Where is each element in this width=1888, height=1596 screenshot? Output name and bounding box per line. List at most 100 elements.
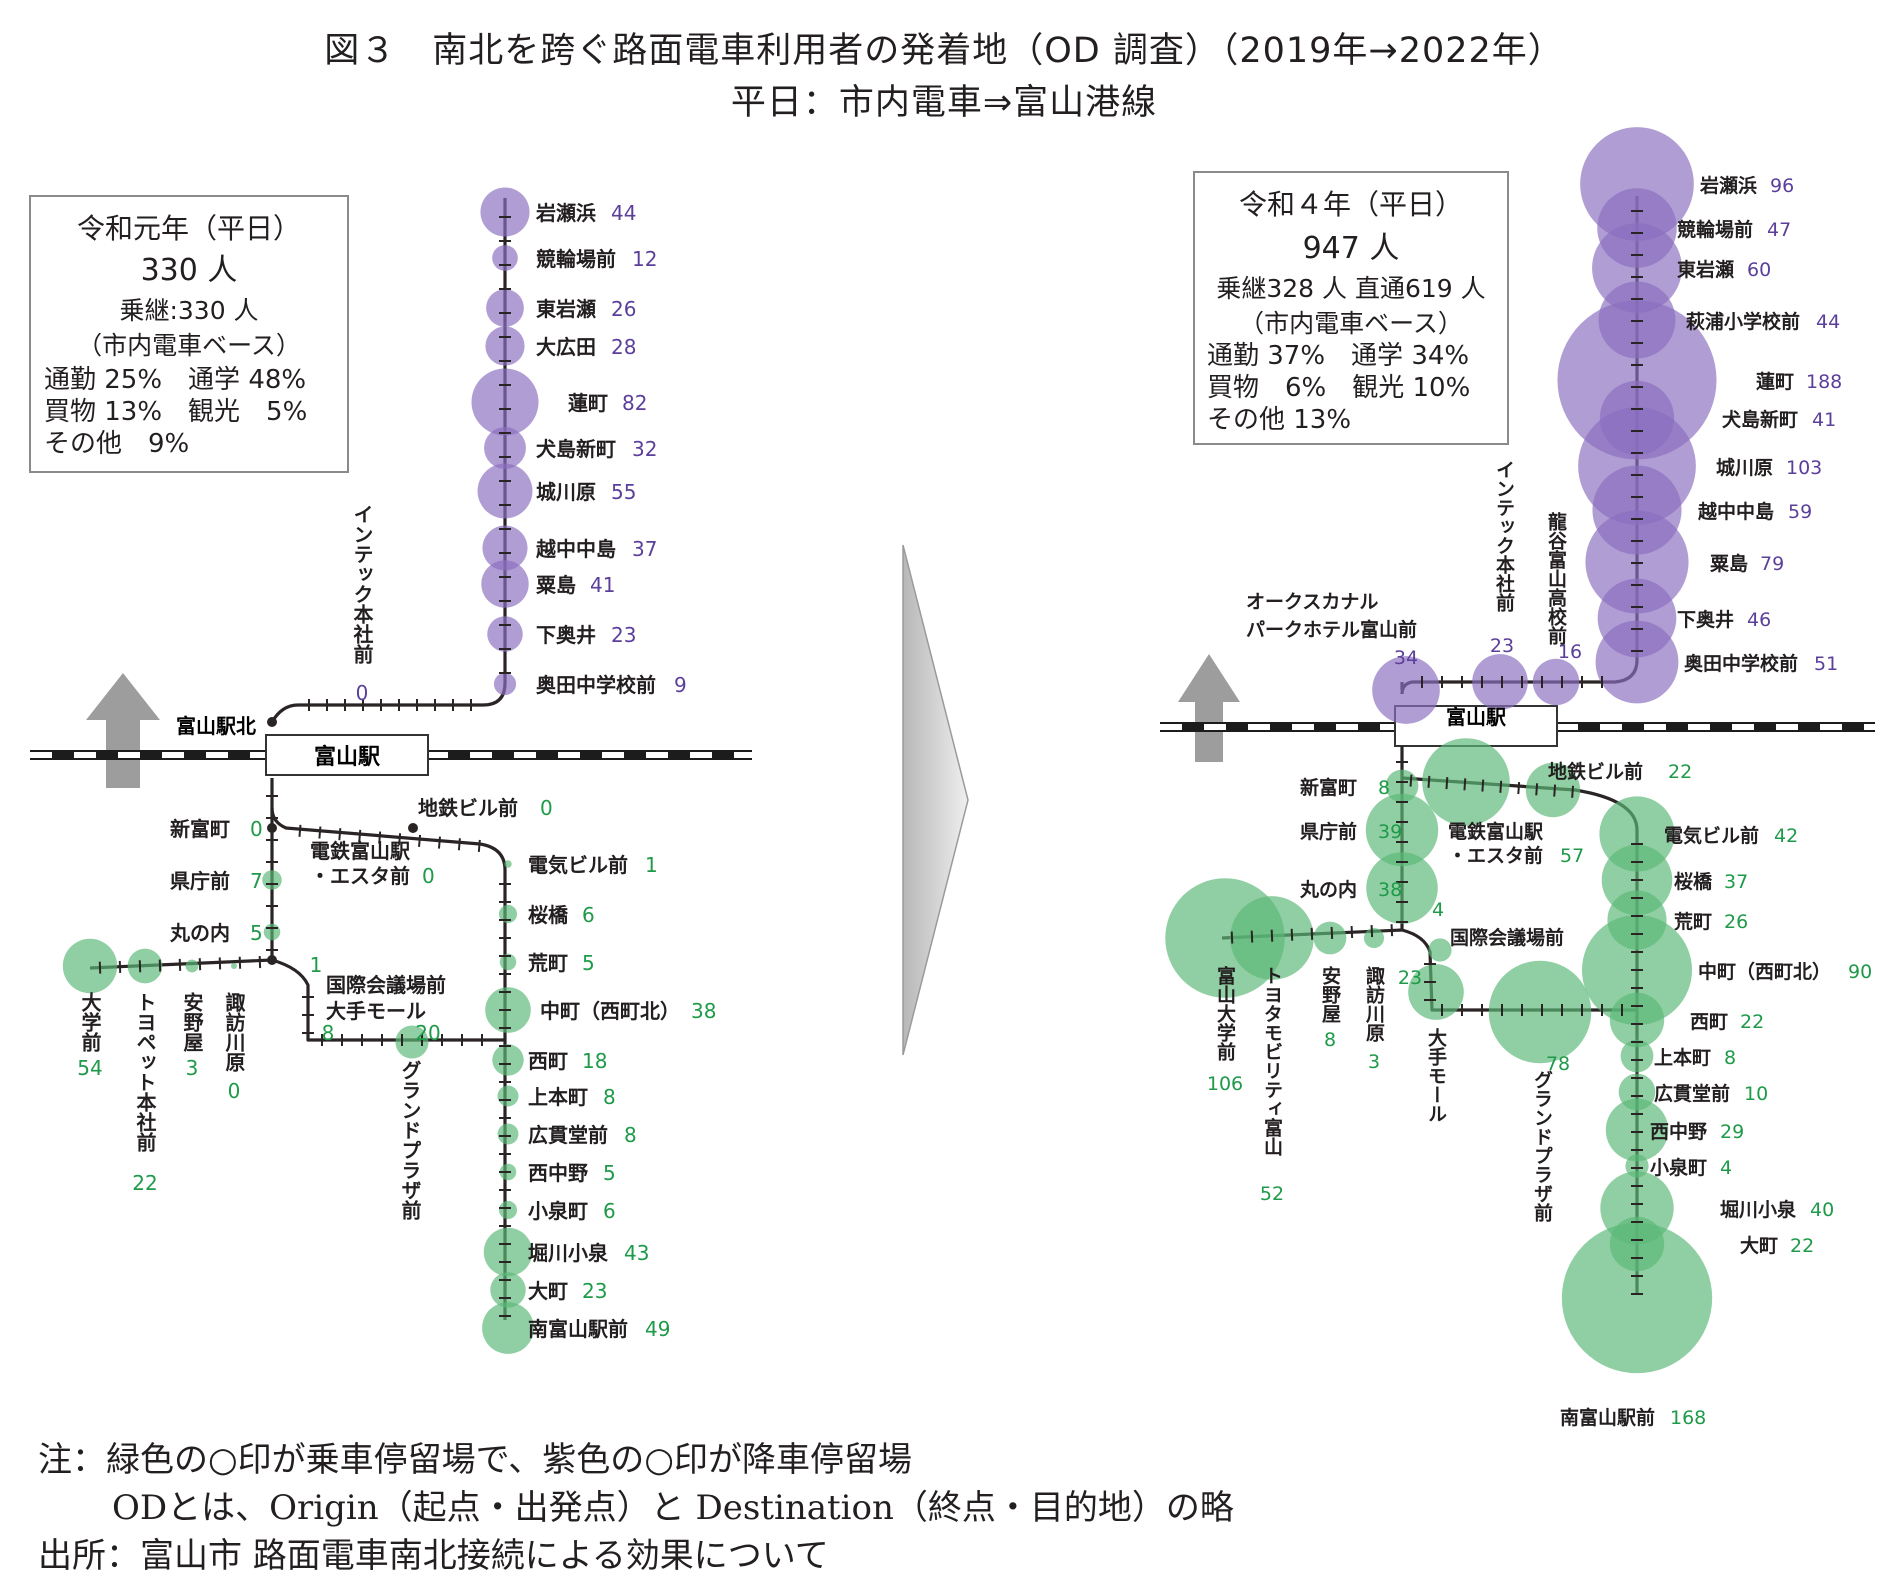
stop-value-2022-alight-6: 103 (1786, 457, 1822, 479)
stop-name-2019-south-4: 西町 (528, 1049, 568, 1073)
stop-name-2019-left-2: 丸の内 (169, 921, 230, 945)
bubble-board-2022-south-7 (1605, 1098, 1669, 1162)
bubble-board-2019-west-0 (62, 938, 118, 994)
stop-value-2019-ote: 8 (322, 1021, 335, 1045)
stop-value-2022-south-10: 22 (1790, 1235, 1814, 1257)
bubble-board-2022-west-3 (1363, 927, 1385, 949)
stop-value-2022-alight-10: 51 (1814, 653, 1838, 675)
stop-value-2019-alight-6: 55 (611, 480, 636, 504)
info-box-2022-text: 令和４年（平日） 947 人 乗継328 人 直通619 人 （市内電車ベース）… (1207, 188, 1486, 435)
stop-name-2022-alight-4: 蓮町 (1756, 371, 1794, 393)
stop-value-2022-ryukoku: 16 (1558, 641, 1582, 663)
stop-value-2022-left-0: 8 (1378, 777, 1390, 799)
figure-title: 図３ 南北を跨ぐ路面電車利用者の発着地（OD 調査）（2019年→2022年） (324, 31, 1564, 71)
stop-name-2022-left-1: 県庁前 (1300, 820, 1357, 843)
bubble-alight-2022-ryukoku (1532, 658, 1580, 706)
stop-name-2019-branch-1b: ・エスタ前 (310, 864, 410, 888)
stop-value-2022-west-2: 8 (1324, 1029, 1336, 1051)
stop-value-2022-branch-1: 57 (1560, 845, 1584, 867)
stop-value-2022-ote: 23 (1398, 967, 1422, 989)
stop-name-2019-south-7: 西中野 (528, 1161, 588, 1185)
bubble-board-2022-west-2 (1313, 921, 1347, 955)
bubble-alight-2019-5 (484, 427, 526, 469)
bubble-alight-2019-8 (481, 560, 529, 608)
stop-name-2019-alight-8: 粟島 (536, 573, 576, 597)
stop-name-2022-alight-1: 競輪場前 (1677, 218, 1753, 241)
stop-name-2019-south-2: 荒町 (528, 951, 568, 975)
north-arrow-right (1178, 654, 1240, 762)
stop-name-2019-ote: 大手モール (326, 999, 426, 1023)
stop-value-2019-grand: 20 (415, 1021, 440, 1045)
bubble-board-2019-south-4 (492, 1044, 524, 1076)
bubble-board-2019-south-0 (504, 860, 512, 868)
stop-name-2022-south-7: 西中野 (1650, 1120, 1707, 1143)
bubble-alight-2019-2 (486, 289, 524, 327)
junction-dot-0 (267, 823, 277, 833)
stop-name-2022-alight-10: 奥田中学校前 (1684, 652, 1798, 675)
stop-name-2019-grand: グランドプラザ前 (398, 1060, 422, 1220)
stop-name-2022-ryukoku: 龍谷富山高校前 (1545, 511, 1567, 645)
stop-value-2019-alight-3: 28 (611, 335, 636, 359)
info-2019-title: 令和元年（平日） (77, 212, 301, 245)
bubble-alight-2019-3 (485, 326, 525, 366)
stop-value-2019-west-0: 54 (77, 1056, 102, 1080)
stop-name-2022-intec: インテック本社前 (1493, 460, 1516, 612)
stop-name-2019-alight-10: 奥田中学校前 (536, 673, 656, 697)
stop-name-2022-south-10: 大町 (1740, 1234, 1778, 1257)
bubble-alight-2019-1 (492, 245, 518, 271)
stop-value-2019-alight-9: 23 (611, 623, 636, 647)
stop-name-2019-south-0: 電気ビル前 (528, 853, 628, 877)
bubble-board-2022-grand (1488, 960, 1592, 1064)
stop-name-2022-oakus-2: パークホテル富山前 (1246, 618, 1417, 641)
stop-name-2019-south-5: 上本町 (528, 1085, 588, 1109)
note-line2: ODとは、Origin（起点・出発点）と Destination（終点・目的地）… (112, 1488, 1234, 1528)
stop-value-2019-south-7: 5 (603, 1161, 616, 1185)
bubble-alight-2019-9 (487, 616, 523, 652)
stop-name-2019-alight-6: 城川原 (536, 480, 596, 504)
stop-name-2022-left-2: 丸の内 (1299, 878, 1357, 901)
info-2022-total: 947 人 (1303, 231, 1400, 266)
stop-name-2022-south-0: 電気ビル前 (1664, 824, 1759, 847)
stop-name-2022-alight-6: 城川原 (1716, 456, 1773, 479)
stop-value-2022-south-1: 37 (1724, 871, 1748, 893)
stop-name-2022-south-9: 堀川小泉 (1720, 1198, 1797, 1221)
stop-value-2019-south-11: 49 (645, 1317, 670, 1341)
stop-value-2022-west-0: 106 (1207, 1073, 1243, 1095)
bubble-board-2019-south-2 (499, 953, 517, 971)
stop-name-2022-south-6: 広貫堂前 (1654, 1082, 1730, 1105)
stop-name-2022-south-4: 西町 (1690, 1011, 1728, 1033)
stop-value-2019-left-0: 0 (250, 817, 263, 841)
bubble-board-2022-left-1 (1365, 793, 1439, 867)
info-2019-purpose1: 通勤 25% 通学 48% (44, 365, 306, 395)
bubble-alight-2019-6 (477, 463, 533, 519)
stop-value-2019-south-10: 23 (582, 1279, 607, 1303)
stop-name-2022-left-0: 新富町 (1300, 776, 1357, 799)
bubble-board-2022-south-11 (1561, 1222, 1713, 1374)
stop-name-2022-ote: 大手モール (1425, 1027, 1447, 1123)
stop-value-2019-alight-10: 9 (674, 673, 687, 697)
bubble-alight-2019-0 (480, 187, 530, 237)
bubble-alight-2022-intec (1472, 654, 1528, 710)
bubble-board-2022-south-5 (1620, 1039, 1654, 1073)
info-2019-purpose2: 買物 13% 観光 5% (44, 397, 307, 427)
bubble-board-2022-ote (1408, 964, 1464, 1020)
stop-name-2022-west-2: 安野屋 (1319, 965, 1341, 1024)
stop-name-2022-west-1: トヨタモビリティ富山 (1261, 966, 1283, 1156)
info-box-2019-text: 令和元年（平日） 330 人 乗継:330 人 （市内電車ベース） 通勤 25%… (44, 212, 307, 459)
stop-value-2019-west-3: 0 (228, 1079, 241, 1103)
info-box-2022 (1193, 171, 1509, 445)
stop-name-2022-alight-7: 越中中島 (1697, 500, 1774, 523)
stop-name-2022-south-2: 荒町 (1674, 910, 1712, 933)
junction-dot-2 (408, 823, 418, 833)
stop-value-2022-left-2: 38 (1378, 879, 1402, 901)
stop-value-2019-south-6: 8 (624, 1123, 637, 1147)
stop-name-2019-south-9: 堀川小泉 (528, 1241, 609, 1265)
toyama-station-box-left (265, 734, 429, 776)
stop-name-2022-branch-1a: 電鉄富山駅 (1448, 820, 1544, 843)
stop-name-2019-alight-3: 大広田 (536, 335, 596, 359)
stop-value-2019-branch-0: 0 (540, 796, 553, 820)
stop-value-2022-south-6: 10 (1744, 1083, 1768, 1105)
stop-value-2019-alight-7: 37 (632, 537, 657, 561)
bubble-board-2019-left-2 (263, 923, 281, 941)
info-box-2019 (29, 195, 349, 473)
